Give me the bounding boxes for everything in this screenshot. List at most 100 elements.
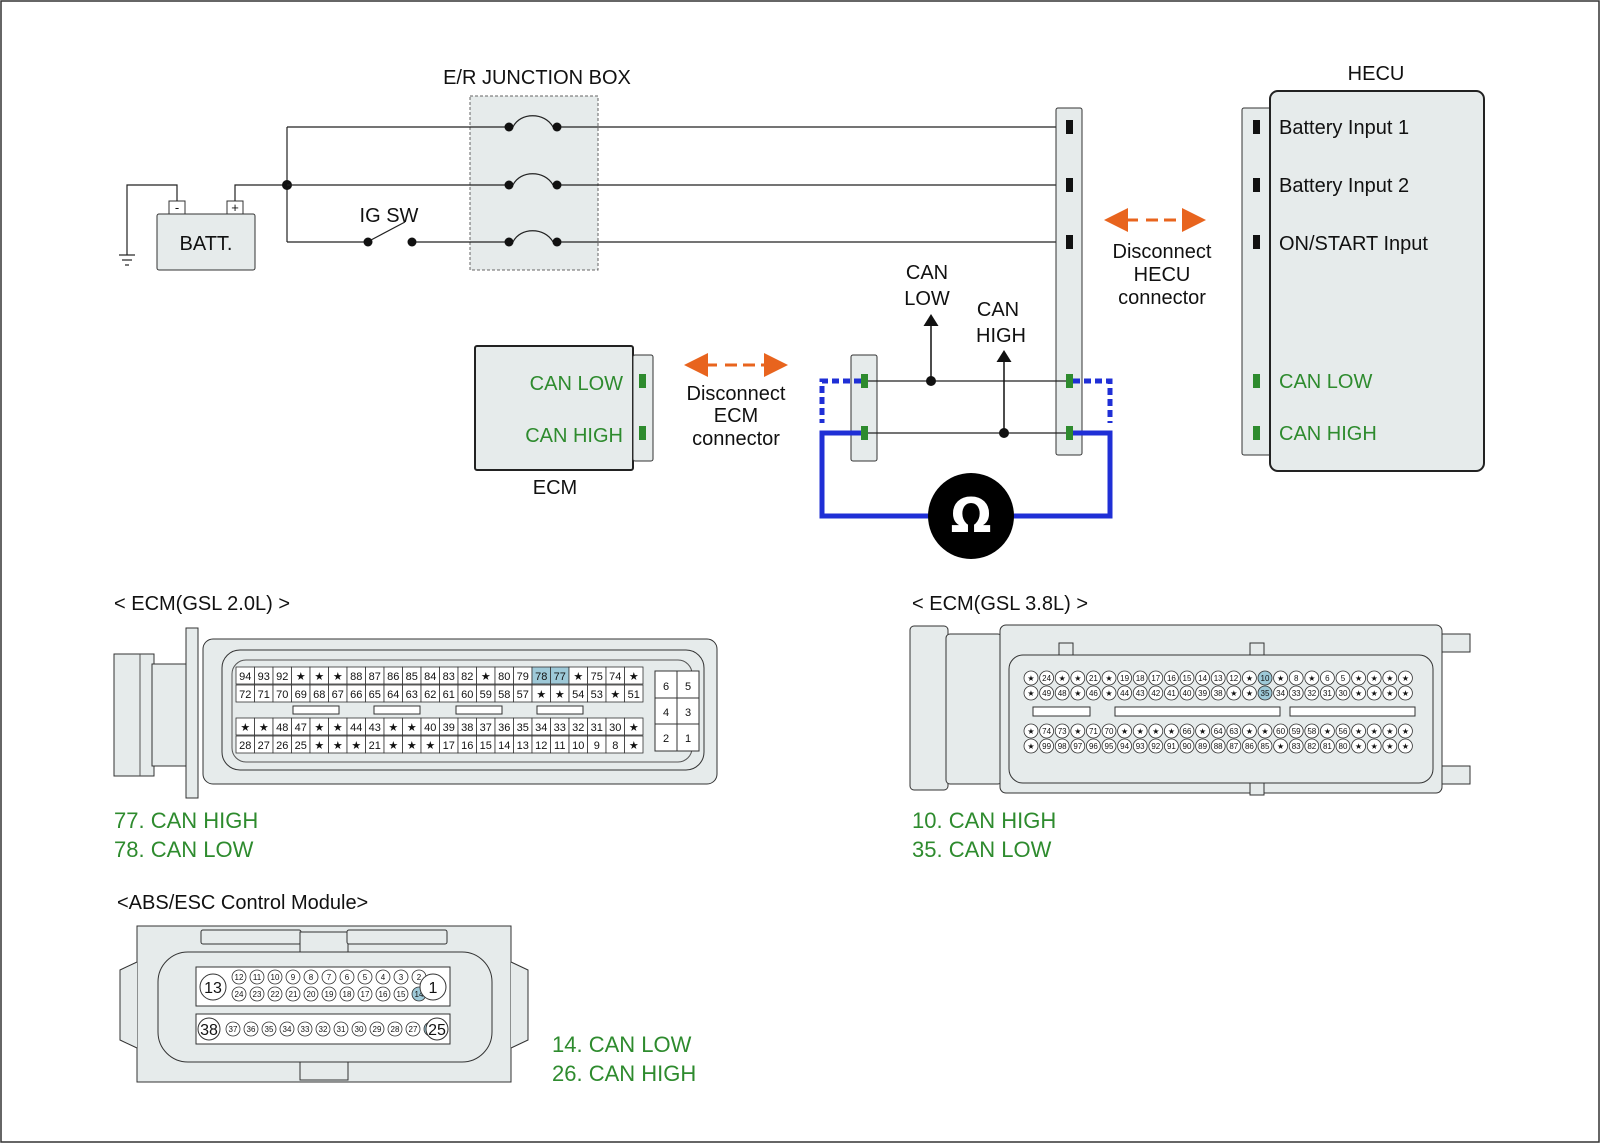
ecm38-pin-2-12: 64	[1214, 727, 1223, 736]
ecm-can-high: CAN HIGH	[525, 425, 623, 447]
fuse-1	[512, 115, 554, 128]
ecm38-pin-0-21: ★	[1355, 674, 1362, 683]
ecm20-pin-0-12: 82	[461, 671, 473, 683]
ecm20-pin-2-16: 34	[535, 722, 547, 734]
ecm20-pin-0-7: 87	[369, 671, 381, 683]
fuse-3	[512, 230, 554, 243]
ecm38-pin-1-0: ★	[1027, 689, 1034, 698]
ecm20-pin-0-8: 86	[387, 671, 399, 683]
ecm20-pin-2-10: 40	[424, 722, 436, 734]
ecm20-pin-0-14: 80	[498, 671, 510, 683]
ecm20-pin-0-9: 85	[406, 671, 418, 683]
abs-pin-17: 17	[361, 990, 370, 999]
ecm20-pin-0-11: 83	[443, 671, 455, 683]
ecm38-pin-1-15: 35	[1261, 689, 1270, 698]
ecm38-pin-0-20: 5	[1341, 674, 1346, 683]
ecm38-pin-0-16: ★	[1277, 674, 1284, 683]
ecm20-pin-1-8: 64	[387, 689, 399, 701]
ecm20-pin-0-18: ★	[573, 671, 583, 683]
ecm38-pin-1-11: 39	[1198, 689, 1207, 698]
ecm38-pin-2-9: ★	[1168, 727, 1175, 736]
ecm20-pin-2-18: 32	[572, 722, 584, 734]
ecm20-aux-pin-5: 5	[685, 681, 691, 693]
probe-lead-can-high-ecm	[819, 430, 930, 519]
ecm20-pin-3-1: 27	[258, 740, 270, 752]
ecm38-pin-1-2: 48	[1058, 689, 1067, 698]
ecm38-pin-3-11: 89	[1198, 742, 1207, 751]
abs-pin-9: 9	[291, 973, 296, 982]
ecm20-pin-2-7: 43	[369, 722, 381, 734]
ecm20-pin-2-5: ★	[333, 722, 343, 734]
ecm38-pin-2-5: 70	[1105, 727, 1114, 736]
ecm38-pin-3-14: 86	[1245, 742, 1254, 751]
ecm20-aux-pin-1: 1	[685, 733, 691, 745]
battery-plus-sign: +	[231, 200, 239, 215]
ecm20-pin-2-0: ★	[240, 722, 250, 734]
ecm38-pin-1-18: 32	[1307, 689, 1316, 698]
abs-big-pin-1: 1	[429, 980, 438, 997]
probe-can-high-line1: CAN	[977, 299, 1019, 321]
ecm38-pin-3-23: ★	[1386, 742, 1393, 751]
abs-pin-4: 4	[381, 973, 386, 982]
abs-pin-32: 32	[319, 1025, 328, 1034]
ecm38-pin-0-11: 14	[1198, 674, 1207, 683]
ecm20-pin-0-16: 78	[535, 671, 547, 683]
ecm20-pin-3-8: ★	[388, 740, 398, 752]
ecm38-pin-0-10: 15	[1183, 674, 1192, 683]
abs-pin-35: 35	[265, 1025, 274, 1034]
probe-can-high-line2: HIGH	[976, 325, 1026, 347]
ecm38-pin-2-20: 56	[1339, 727, 1348, 736]
ecm20-pin-1-9: 63	[406, 689, 418, 701]
ecm38-pin-1-14: ★	[1246, 689, 1253, 698]
ecm20-pin-3-7: 21	[369, 740, 381, 752]
abs-pin-24: 24	[235, 990, 244, 999]
ecm38-pin-3-16: ★	[1277, 742, 1284, 751]
ecm38-pin-2-14: ★	[1246, 727, 1253, 736]
abs-pin-30: 30	[355, 1025, 364, 1034]
ecm20-pin-3-20: 8	[612, 740, 618, 752]
hecu-can-high: CAN HIGH	[1279, 423, 1377, 445]
ecm38-pin-1-3: ★	[1074, 689, 1081, 698]
ecm20-pin-1-1: 71	[258, 689, 270, 701]
ecm20-pin-2-11: 39	[443, 722, 455, 734]
abs-pin-21: 21	[289, 990, 298, 999]
ecm38-pin-2-3: ★	[1074, 727, 1081, 736]
abs-pin-12: 12	[235, 973, 244, 982]
ecm20-pin-0-21: ★	[629, 671, 639, 683]
probe-can-low-line1: CAN	[906, 262, 948, 284]
ecm20-pin-1-11: 61	[443, 689, 455, 701]
ecm20-pin-2-2: 48	[276, 722, 288, 734]
ecm20-pin-1-20: ★	[610, 689, 620, 701]
ecm38-pin-2-21: ★	[1355, 727, 1362, 736]
ecm20-pin-2-14: 36	[498, 722, 510, 734]
hecu-battery-input-2: Battery Input 2	[1279, 175, 1409, 197]
ecm38-pin-2-10: 66	[1183, 727, 1192, 736]
abs-pin-5: 5	[363, 973, 368, 982]
ecm38-pin-0-3: ★	[1074, 674, 1081, 683]
ecm20-aux-pin-3: 3	[685, 707, 691, 719]
abs-big-pin-38: 38	[200, 1022, 218, 1039]
ecm38-pin-1-10: 40	[1183, 689, 1192, 698]
ecm38-pin-2-19: ★	[1324, 727, 1331, 736]
ecm38-pin-2-7: ★	[1137, 727, 1144, 736]
ecm20-pin-1-15: 57	[517, 689, 529, 701]
abs-pin-33: 33	[301, 1025, 310, 1034]
ecm-can-low: CAN LOW	[530, 373, 623, 395]
ecm38-pin-0-4: 21	[1089, 674, 1098, 683]
ecm20-pin-0-17: 77	[554, 671, 566, 683]
ecm20-pin-1-0: 72	[239, 689, 251, 701]
ecm20-pin-3-4: ★	[314, 740, 324, 752]
battery	[156, 213, 256, 271]
hecu-title: HECU	[1348, 63, 1405, 85]
abs-pin-3: 3	[399, 973, 404, 982]
abs-pin-10: 10	[271, 973, 280, 982]
ecm38-pin-2-2: 73	[1058, 727, 1067, 736]
ecm20-note-2: 78. CAN LOW	[114, 837, 254, 862]
abs-pin-15: 15	[397, 990, 406, 999]
ecm38-pin-0-1: 24	[1042, 674, 1051, 683]
abs-pin-27: 27	[409, 1025, 418, 1034]
ecm20-pin-3-10: ★	[425, 740, 435, 752]
abs-pin-6: 6	[345, 973, 350, 982]
ecm38-pin-3-9: 91	[1167, 742, 1176, 751]
